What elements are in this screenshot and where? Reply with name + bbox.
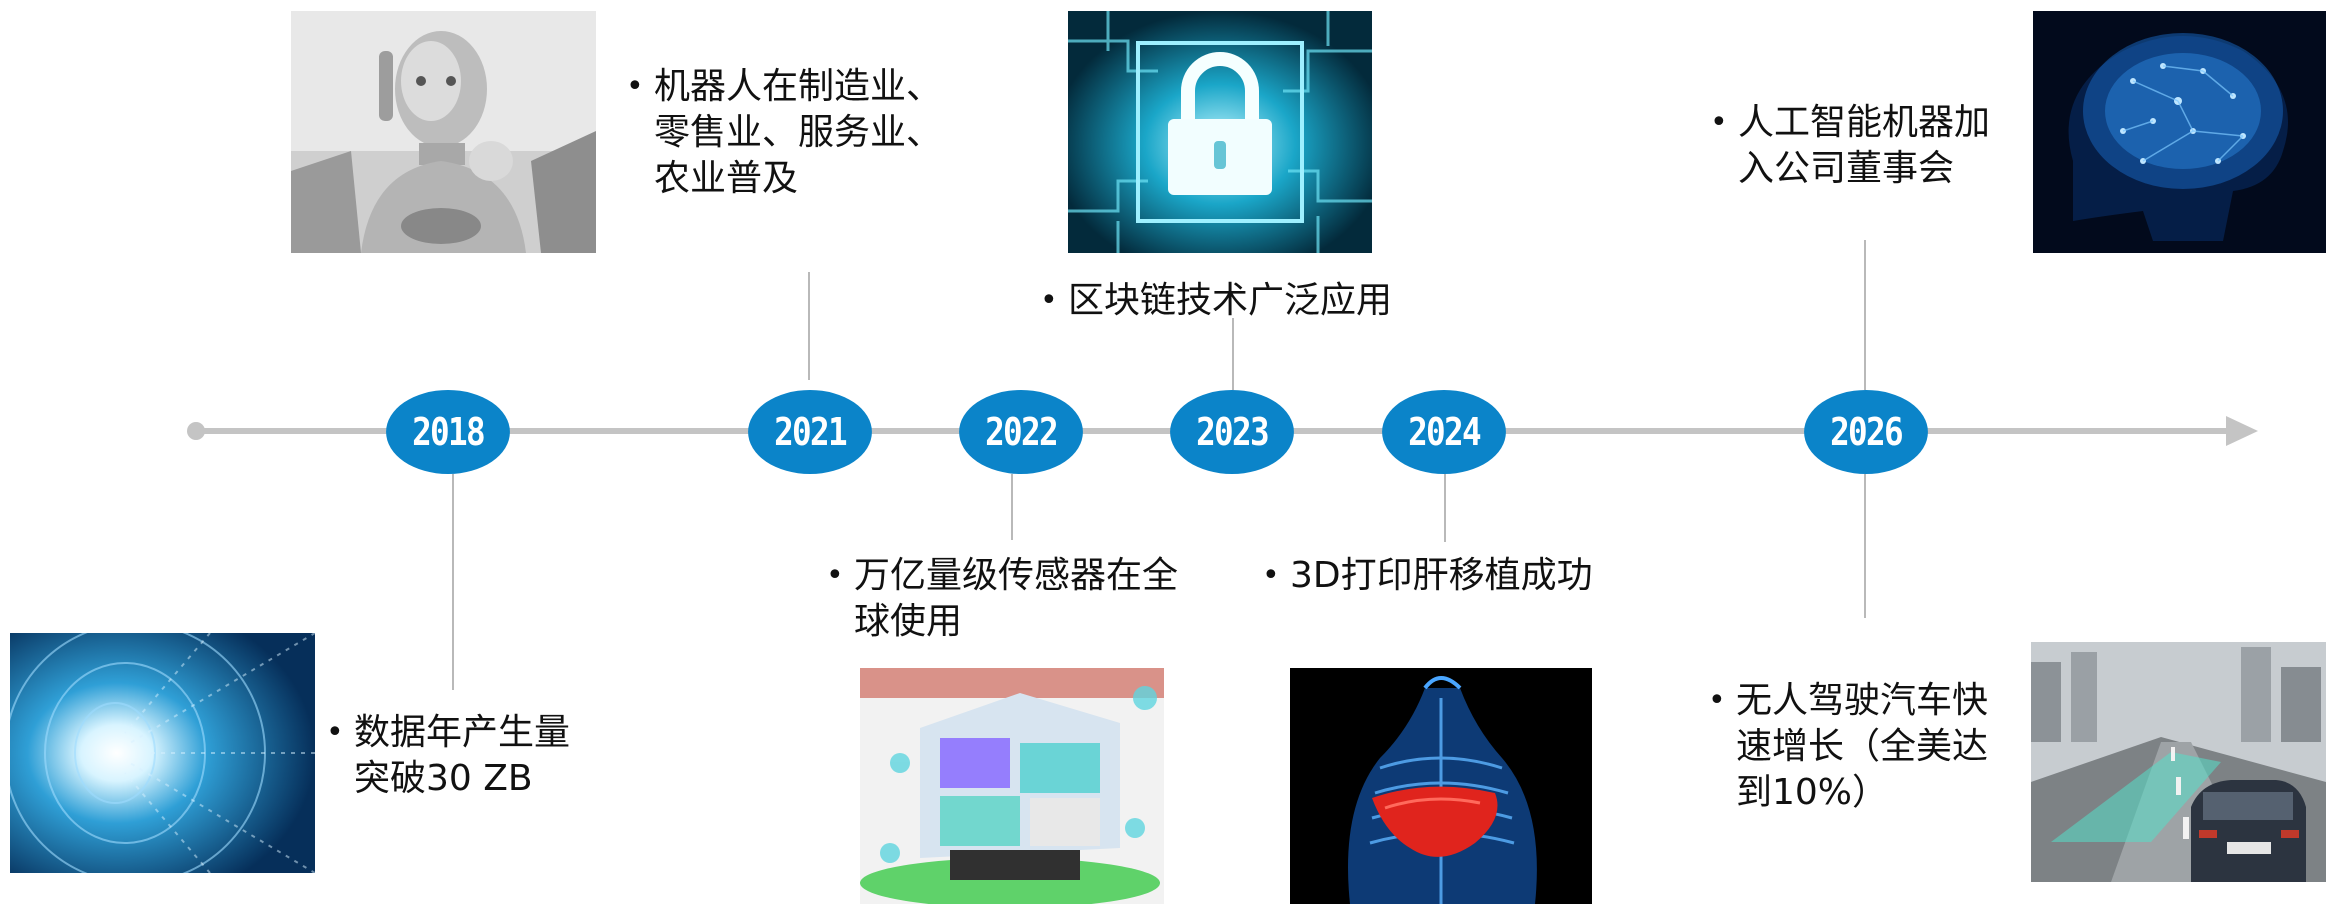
event-line: 机器人在制造业、 <box>654 66 943 107</box>
connector-2024 <box>1444 472 1446 542</box>
timeline-arrow-head <box>2226 416 2258 446</box>
event-2026-bottom-text: • 无人驾驶汽车快 速增长（全美达 到10%） <box>1708 678 1989 816</box>
year-marker-2024: 2024 <box>1382 390 1506 474</box>
robot-photo <box>291 11 596 253</box>
sensor-house-photo <box>860 668 1164 904</box>
event-line: 万亿量级传感器在全 <box>854 555 1179 596</box>
event-line: 入公司董事会 <box>1738 148 1955 189</box>
padlock-circuit-photo <box>1068 11 1372 253</box>
event-line: 突破30 ZB <box>354 758 533 799</box>
event-line: 球使用 <box>854 601 963 642</box>
connector-2021 <box>808 272 810 380</box>
event-line: 到10%） <box>1736 772 1889 813</box>
bullet: • <box>1708 683 1726 718</box>
event-line: 人工智能机器加 <box>1738 102 1991 143</box>
year-marker-2026: 2026 <box>1804 390 1928 474</box>
connector-2026-up <box>1864 240 1866 390</box>
bullet: • <box>1710 105 1728 140</box>
event-2018-text: • 数据年产生量 突破30 ZB <box>326 710 571 802</box>
event-2022-text: • 万亿量级传感器在全 球使用 <box>826 553 1179 645</box>
bullet: • <box>1262 558 1280 593</box>
event-line: 数据年产生量 <box>354 712 571 753</box>
event-line: 农业普及 <box>654 158 799 199</box>
year-marker-2021: 2021 <box>748 390 872 474</box>
event-line: 区块链技术广泛应用 <box>1068 280 1393 321</box>
liver-body-photo <box>1290 668 1592 904</box>
connector-2026-down <box>1864 474 1866 618</box>
event-line: 无人驾驶汽车快 <box>1736 680 1989 721</box>
event-2026-top-text: • 人工智能机器加 入公司董事会 <box>1710 100 1991 192</box>
event-line: 速增长（全美达 <box>1736 726 1989 767</box>
bullet: • <box>826 558 844 593</box>
event-line: 3D打印肝移植成功 <box>1290 555 1593 596</box>
event-line: 零售业、服务业、 <box>654 112 943 153</box>
year-marker-2022: 2022 <box>959 390 1083 474</box>
connector-2022 <box>1011 474 1013 540</box>
bullet: • <box>1040 283 1058 318</box>
year-marker-2018: 2018 <box>386 390 510 474</box>
connector-2023 <box>1232 318 1234 390</box>
connector-2018 <box>452 474 454 690</box>
event-2024-text: • 3D打印肝移植成功 <box>1262 553 1593 599</box>
event-2023-text: • 区块链技术广泛应用 <box>1040 278 1393 324</box>
year-marker-2023: 2023 <box>1170 390 1294 474</box>
bullet: • <box>626 69 644 104</box>
ai-brain-photo <box>2033 11 2326 253</box>
data-tunnel-photo <box>10 633 315 873</box>
self-driving-car-photo <box>2031 642 2326 882</box>
bullet: • <box>326 715 344 750</box>
event-2021-text: • 机器人在制造业、 零售业、服务业、 农业普及 <box>626 64 943 202</box>
